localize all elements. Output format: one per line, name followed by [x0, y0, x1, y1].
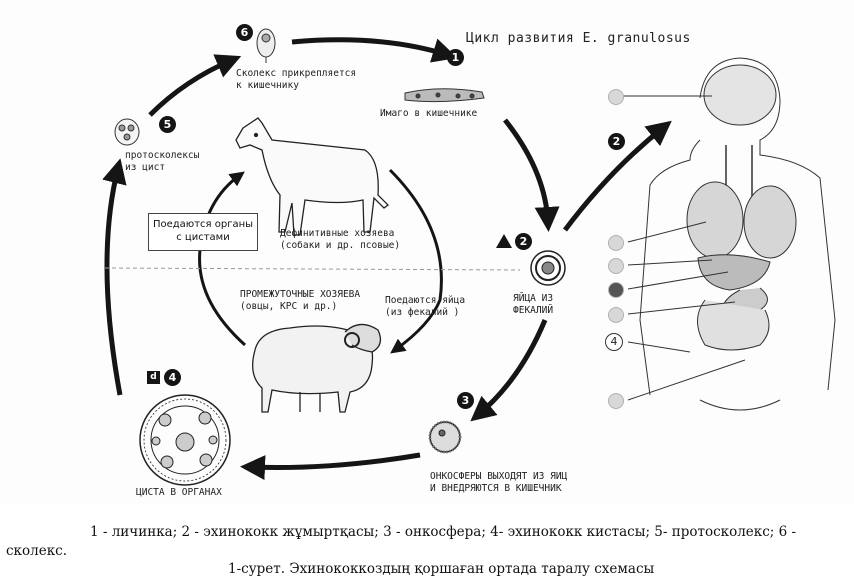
organ-marker-brain — [608, 89, 624, 105]
label-intermediate-hosts: ПРОМЕЖУТОЧНЫЕ ХОЗЯЕВА (овцы, КРС и др.) — [240, 289, 360, 313]
stage-number-1: 1 — [447, 49, 464, 66]
outer-cycle-arrows — [107, 40, 664, 468]
cyst-icon — [140, 395, 230, 485]
host-separator-line — [105, 268, 520, 270]
organ-marker-heart — [608, 258, 624, 274]
arrow-cyst-to-5 — [107, 168, 120, 395]
adult-worm-icon — [405, 89, 484, 102]
organ-marker-bone — [608, 393, 624, 409]
caption-legend-line2: сколекс. — [6, 543, 67, 559]
stage-number-4: 4 — [164, 369, 181, 386]
label-oncosphere: ОНКОСФЕРЫ ВЫХОДЯТ ИЗ ЯИЦ И ВНЕДРЯЮТСЯ В … — [430, 471, 567, 495]
oncosphere-icon — [430, 422, 460, 452]
label-cyst: ЦИСТА В ОРГАНАХ — [136, 487, 222, 499]
arrow-5-to-6 — [150, 60, 232, 115]
egg-icon — [531, 251, 565, 285]
warning-triangle-icon — [496, 234, 512, 248]
caption-legend-line1: 1 - личинка; 2 - эхинококк жұмыртқасы; 3… — [90, 524, 796, 540]
cyst-marker: d — [147, 371, 160, 384]
label-eggs: ЯЙЦА ИЗ ФЕКАЛИЙ — [513, 293, 553, 317]
scolex-icon — [257, 29, 275, 63]
label-definitive-hosts: Дефинитивные хозяева (собаки и др. псовы… — [280, 228, 400, 252]
stage-number-3: 3 — [457, 392, 474, 409]
human-body-illustration — [640, 58, 835, 410]
label-imago: Имаго в кишечнике — [380, 108, 477, 120]
figure-caption: 1-сурет. Эхинококкоздың қоршаған ортада … — [228, 561, 654, 577]
dog-illustration — [236, 118, 388, 235]
human-stage-number-2: 2 — [608, 133, 625, 150]
organ-marker-lung — [608, 235, 624, 251]
stage-number-6: 6 — [236, 24, 253, 41]
stage-number-2: 2 — [515, 233, 532, 250]
organ-marker-intestine — [608, 307, 624, 323]
label-eaten-organs-box: Поедаются органы с цистами — [148, 213, 258, 251]
arrow-2-to-3 — [478, 320, 545, 415]
human-stage-number-4: 4 — [605, 333, 623, 351]
arrow-dog-to-eggs — [390, 170, 441, 350]
arrow-1-to-2 — [505, 120, 548, 222]
arrow-sheep-to-dog — [200, 175, 245, 345]
protoscolex-icon — [115, 119, 139, 145]
diagram-figure: Цикл развития E. granulosus 6 1 5 2 3 d … — [0, 0, 854, 505]
diagram-title: Цикл развития E. granulosus — [466, 31, 691, 46]
arrow-3-to-cyst — [250, 455, 420, 468]
label-eaten-eggs: Поедаются яйца (из фекалий ) — [385, 295, 465, 319]
stage-number-5: 5 — [159, 116, 176, 133]
sheep-illustration — [253, 324, 381, 412]
label-scolex: Сколекс прикрепляется к кишечнику — [236, 68, 356, 92]
arrow-6-to-1 — [292, 40, 448, 55]
label-protoscolex: протосколексы из цист — [125, 150, 199, 174]
organ-marker-liver — [608, 282, 624, 298]
